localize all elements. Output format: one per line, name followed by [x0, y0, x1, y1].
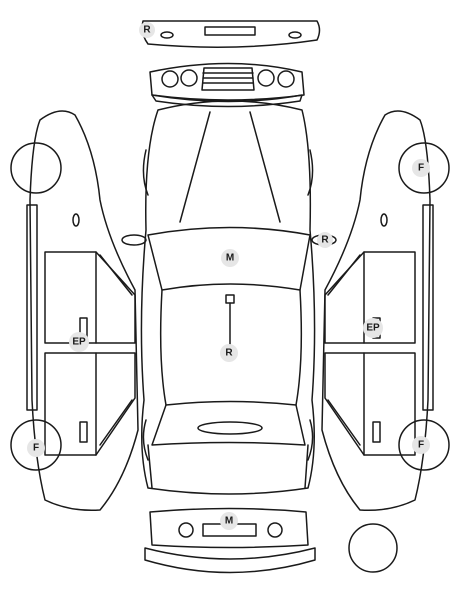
marker-left-door[interactable]: EP: [69, 332, 89, 352]
marker-roof[interactable]: M: [221, 249, 239, 267]
spare-wheel[interactable]: [348, 523, 398, 573]
left-mirror[interactable]: [121, 234, 147, 246]
marker-rear-right-wheel[interactable]: F: [412, 159, 430, 177]
marker-label: R: [143, 25, 151, 36]
marker-right-mirror[interactable]: R: [317, 232, 333, 248]
left-side-view[interactable]: [10, 110, 139, 512]
marker-front-plate[interactable]: M: [220, 512, 238, 530]
marker-front-left-wheel[interactable]: F: [27, 439, 45, 457]
car-body[interactable]: [140, 100, 316, 495]
rear-bumper[interactable]: [141, 20, 321, 48]
marker-label: M: [226, 253, 234, 264]
right-side-view[interactable]: [321, 110, 450, 512]
marker-roof-center[interactable]: R: [220, 344, 238, 362]
marker-label: F: [418, 440, 424, 451]
marker-label: R: [225, 348, 233, 359]
marker-label: F: [418, 163, 424, 174]
marker-label: EP: [72, 337, 86, 348]
rear-lights[interactable]: [149, 62, 305, 108]
marker-right-door[interactable]: EP: [363, 318, 383, 338]
marker-label: F: [33, 443, 39, 454]
marker-label: M: [225, 516, 233, 527]
marker-rear-bumper-top[interactable]: R: [139, 22, 155, 38]
marker-label: R: [321, 235, 329, 246]
marker-label: EP: [366, 323, 380, 334]
marker-front-right-wheel[interactable]: F: [412, 436, 430, 454]
